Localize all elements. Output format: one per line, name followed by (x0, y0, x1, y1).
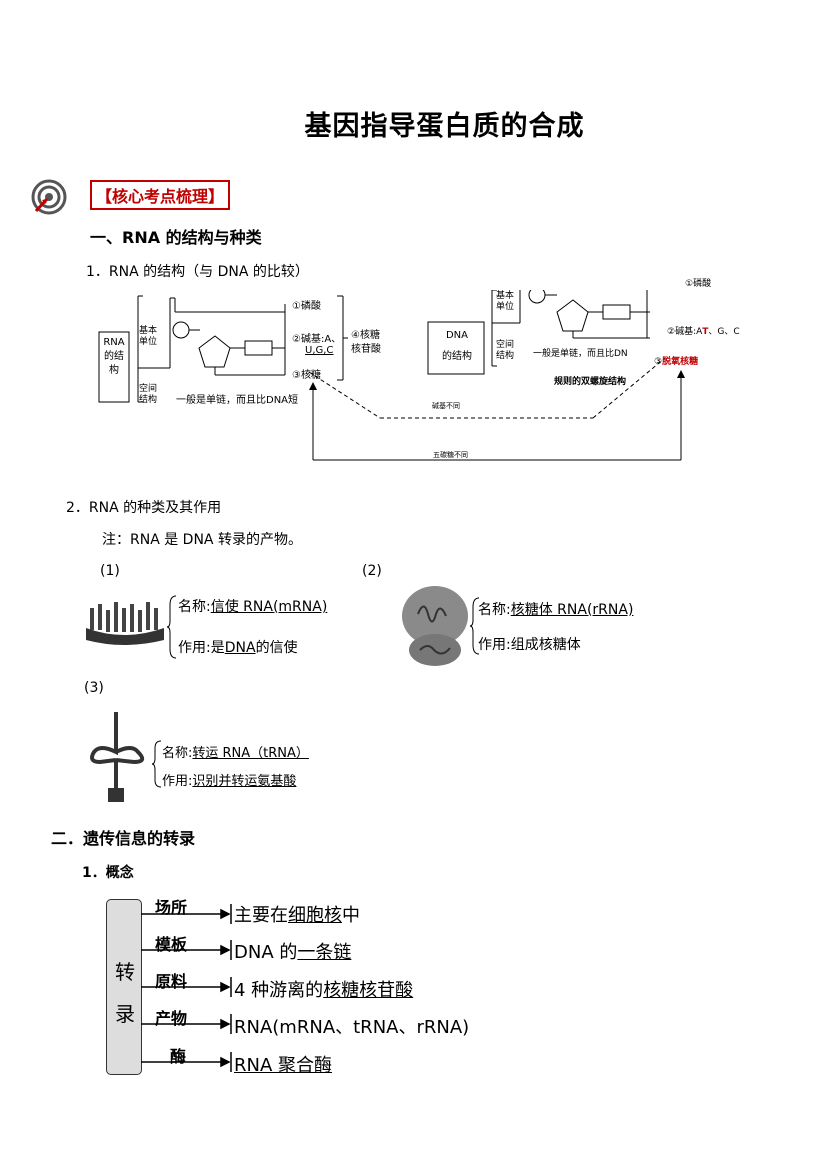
target-icon (31, 179, 67, 215)
rna-item4b: 核苷酸 (351, 344, 381, 355)
center-top: 转 (115, 960, 135, 984)
row-value-location-pre: 主要在 (234, 905, 288, 926)
row-label-material: 原料 (155, 972, 188, 991)
type2-func: 作用:组成核糖体 (478, 634, 581, 654)
dna-item2-rest: 、G、C (708, 327, 740, 337)
dna-item3: ③脱氧核糖 (654, 354, 698, 367)
type1-name: 名称:信使 RNA(mRNA) (178, 596, 327, 616)
type1-name-value: 信使 RNA(mRNA) (210, 599, 328, 615)
row-value-template: DNA 的一条链 (234, 938, 351, 964)
row-label-location: 场所 (155, 898, 188, 917)
ribosome-icon (402, 586, 468, 666)
section1-sub1: 1．RNA 的结构（与 DNA 的比较） (86, 264, 309, 280)
row-value-product: RNA(mRNA、tRNA、rRNA) (234, 1017, 470, 1038)
rna-space-structure: 空间结构 (139, 384, 158, 405)
section-badge: 【核心考点梳理】 (90, 180, 231, 210)
structure-lines (98, 290, 685, 461)
dna-space-structure: 空间结构 (496, 340, 515, 361)
dna-item3-text: 脱氧核糖 (662, 357, 699, 367)
dna-basic-unit: 基本单位 (496, 291, 515, 312)
section1-heading: 一、RNA 的结构与种类 (90, 228, 262, 247)
section1-note: 注：RNA 是 DNA 转录的产物。 (102, 532, 302, 548)
type3-func: 作用:识别并转运氨基酸 (162, 770, 296, 789)
center-bottom: 录 (115, 1002, 135, 1026)
type1-func: 作用:是DNA的信使 (178, 637, 298, 657)
type1-func-post: 的信使 (255, 640, 298, 656)
rna-item1: ①磷酸 (292, 301, 321, 312)
mrna-icon (86, 602, 164, 645)
type3-name: 名称:转运 RNA（tRNA） (162, 742, 309, 761)
dna-item2-t: T (702, 327, 709, 337)
type3-func-label: 作用: (162, 774, 193, 789)
flow-ticks (230, 904, 232, 1072)
section2-sub1: 1．概念 (82, 865, 134, 881)
section1-sub2: 2．RNA 的种类及其作用 (66, 500, 222, 516)
row-value-template-u: 一条链 (297, 942, 352, 963)
rna-single-chain: 一般是单链，而且比DNA短 (176, 395, 299, 406)
section2-heading: 二．遗传信息的转录 (51, 829, 196, 848)
rna-item4a: ④核糖 (351, 330, 380, 341)
diff-base-label: 碱基不同 (432, 402, 460, 410)
row-value-template-pre: DNA 的 (234, 942, 298, 963)
type2-name: 名称:核糖体 RNA(rRNA) (478, 599, 633, 619)
row-value-location-u: 细胞核 (288, 905, 342, 926)
type3-brace (152, 740, 162, 788)
type3-func-value: 识别并转运氨基酸 (192, 774, 297, 789)
type2-func-value: 组成核糖体 (510, 637, 581, 653)
row-label-enzyme: 酶 (170, 1047, 187, 1066)
type1-num: (1) (100, 563, 120, 579)
row-value-material-u: 核糖核苷酸 (323, 980, 414, 1001)
row-value-material: 4 种游离的核糖核苷酸 (234, 976, 413, 1002)
dna-item1: ①磷酸 (685, 279, 712, 289)
type2-num: (2) (362, 563, 382, 579)
type2-brace (470, 597, 480, 655)
dna-box-line1: DNA (445, 330, 469, 341)
row-value-location-post: 中 (342, 905, 360, 926)
row-label-template: 模板 (155, 935, 188, 954)
dna-helix: 规则的双螺旋结构 (554, 377, 627, 387)
page-title: 基因指导蛋白质的合成 (304, 111, 585, 142)
rna-basic-unit: 基本单位 (139, 326, 158, 347)
row-value-material-pre: 4 种游离的 (234, 980, 324, 1001)
type3-name-label: 名称: (162, 746, 193, 761)
rna-item3: ③核糖 (292, 370, 321, 381)
row-value-enzyme-u: RNA 聚合酶 (234, 1055, 333, 1076)
type3-name-value: 转运 RNA（tRNA） (192, 746, 309, 761)
dna-box-line2: 的结构 (442, 351, 472, 362)
type1-func-u: DNA (224, 640, 256, 656)
flow-arrows (141, 908, 231, 1068)
dna-item2-a: A (696, 327, 703, 337)
row-label-product: 产物 (155, 1009, 188, 1028)
type1-name-label: 名称: (178, 599, 211, 615)
row-value-enzyme: RNA 聚合酶 (234, 1051, 332, 1077)
type1-func-pre: 是 (210, 640, 225, 656)
type1-func-label: 作用: (178, 640, 211, 656)
type2-name-value: 核糖体 RNA(rRNA) (510, 602, 634, 618)
row-value-location: 主要在细胞核中 (234, 901, 360, 927)
rna-item2b: U,G,C (305, 345, 334, 356)
diff-sugar-label: 五碳糖不同 (433, 451, 468, 459)
transcription-center-box (106, 899, 142, 1075)
type3-num: (3) (84, 680, 104, 696)
dna-single-chain: 一般是单链，而且比DN (533, 349, 628, 359)
dna-item2-prefix: ②碱基: (667, 327, 697, 337)
type2-func-label: 作用: (478, 637, 511, 653)
dna-item2: ②碱基:AT、G、C (667, 324, 740, 337)
type1-brace (167, 595, 177, 659)
trna-icon (90, 712, 145, 802)
dna-item3-num: ③ (654, 357, 663, 367)
rna-item2a: ②碱基:A、 (292, 334, 342, 345)
type2-name-label: 名称: (478, 602, 511, 618)
rna-box-label: RNA的结构 (103, 337, 125, 376)
